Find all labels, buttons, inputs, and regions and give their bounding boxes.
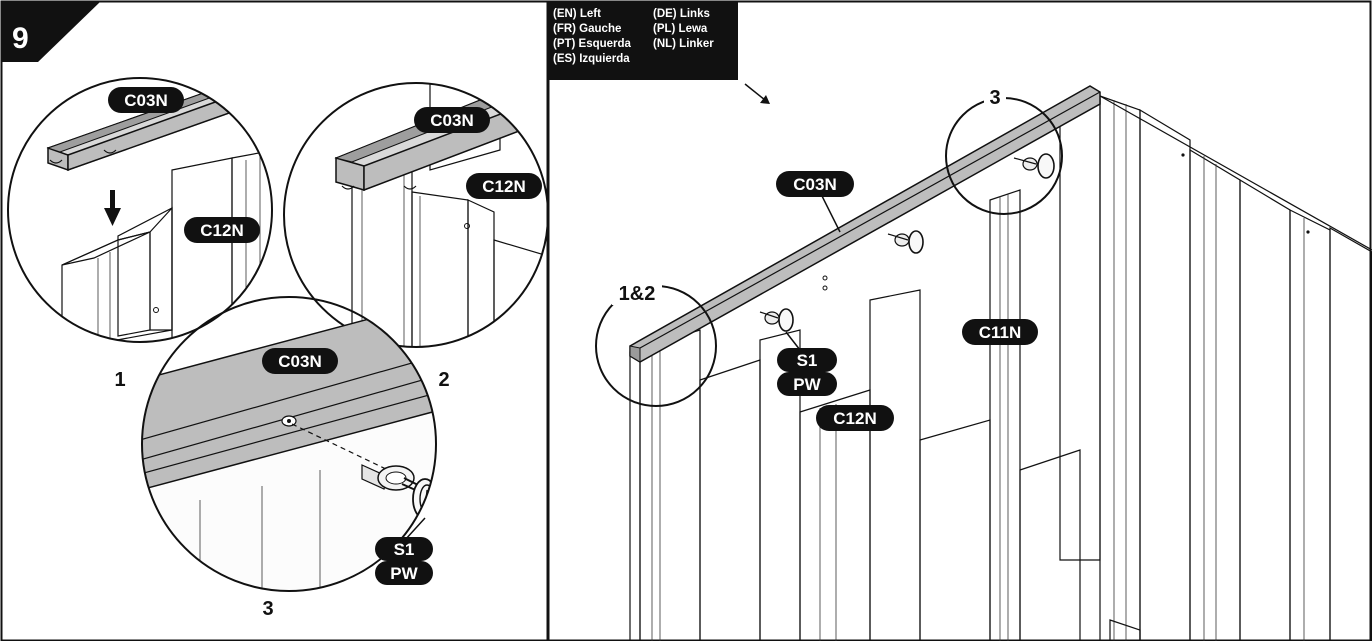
legend-en: (EN) Left: [553, 8, 601, 20]
svg-text:S1: S1: [797, 351, 818, 370]
label-c12n-detail1: C12N: [184, 217, 260, 243]
svg-text:C12N: C12N: [833, 409, 876, 428]
legend-de: (DE) Links: [653, 8, 710, 20]
svg-text:C03N: C03N: [430, 111, 473, 130]
svg-text:PW: PW: [390, 564, 418, 583]
label-c03n-main: C03N: [776, 171, 854, 197]
detail-2-number: 2: [438, 369, 449, 391]
detail-1: C03N C12N 1: [7, 77, 273, 391]
detail-1-number: 1: [114, 369, 125, 391]
svg-text:C12N: C12N: [200, 221, 243, 240]
step-badge: 9: [2, 2, 100, 62]
detail-3: C03N S1 PW 3: [141, 296, 437, 620]
screw-icon: [887, 230, 924, 254]
label-s1-main: S1: [777, 348, 837, 372]
label-c03n-detail2: C03N: [414, 107, 490, 133]
screw-icon: [759, 308, 794, 332]
callout-3: 3: [945, 87, 1063, 215]
legend-pl: (PL) Lewa: [653, 23, 708, 35]
legend-pt: (PT) Esquerda: [553, 38, 632, 50]
direction-arrow-icon: [744, 83, 770, 104]
label-pw-detail3: PW: [375, 561, 433, 585]
svg-text:C12N: C12N: [482, 177, 525, 196]
svg-text:S1: S1: [394, 540, 415, 559]
legend-nl: (NL) Linker: [653, 38, 714, 50]
callout-1-2: 1&2: [595, 283, 717, 407]
label-c03n-detail3: C03N: [262, 348, 338, 374]
svg-text:1&2: 1&2: [619, 283, 656, 305]
step-number: 9: [12, 22, 29, 55]
svg-text:C03N: C03N: [124, 91, 167, 110]
screw-icon: [1013, 153, 1055, 179]
svg-text:C11N: C11N: [979, 323, 1022, 342]
svg-text:C03N: C03N: [278, 352, 321, 371]
screw-icon: [361, 464, 436, 520]
detail-3-number: 3: [262, 598, 273, 620]
label-c11n-main: C11N: [962, 319, 1038, 345]
label-pw-main: PW: [777, 372, 837, 396]
label-c12n-detail2: C12N: [466, 173, 542, 199]
label-s1-detail3: S1: [375, 537, 433, 561]
main-assembly-view: [629, 85, 1372, 641]
legend-fr: (FR) Gauche: [553, 23, 621, 35]
legend-es: (ES) Izquierda: [553, 53, 630, 65]
label-c12n-main: C12N: [816, 405, 894, 431]
right-panel-frame: [547, 0, 1372, 641]
svg-text:PW: PW: [793, 375, 821, 394]
language-legend: (EN) Left (DE) Links (FR) Gauche (PL) Le…: [549, 2, 738, 80]
svg-text:C03N: C03N: [793, 175, 836, 194]
label-c03n-detail1: C03N: [108, 87, 184, 113]
svg-text:3: 3: [989, 87, 1000, 109]
